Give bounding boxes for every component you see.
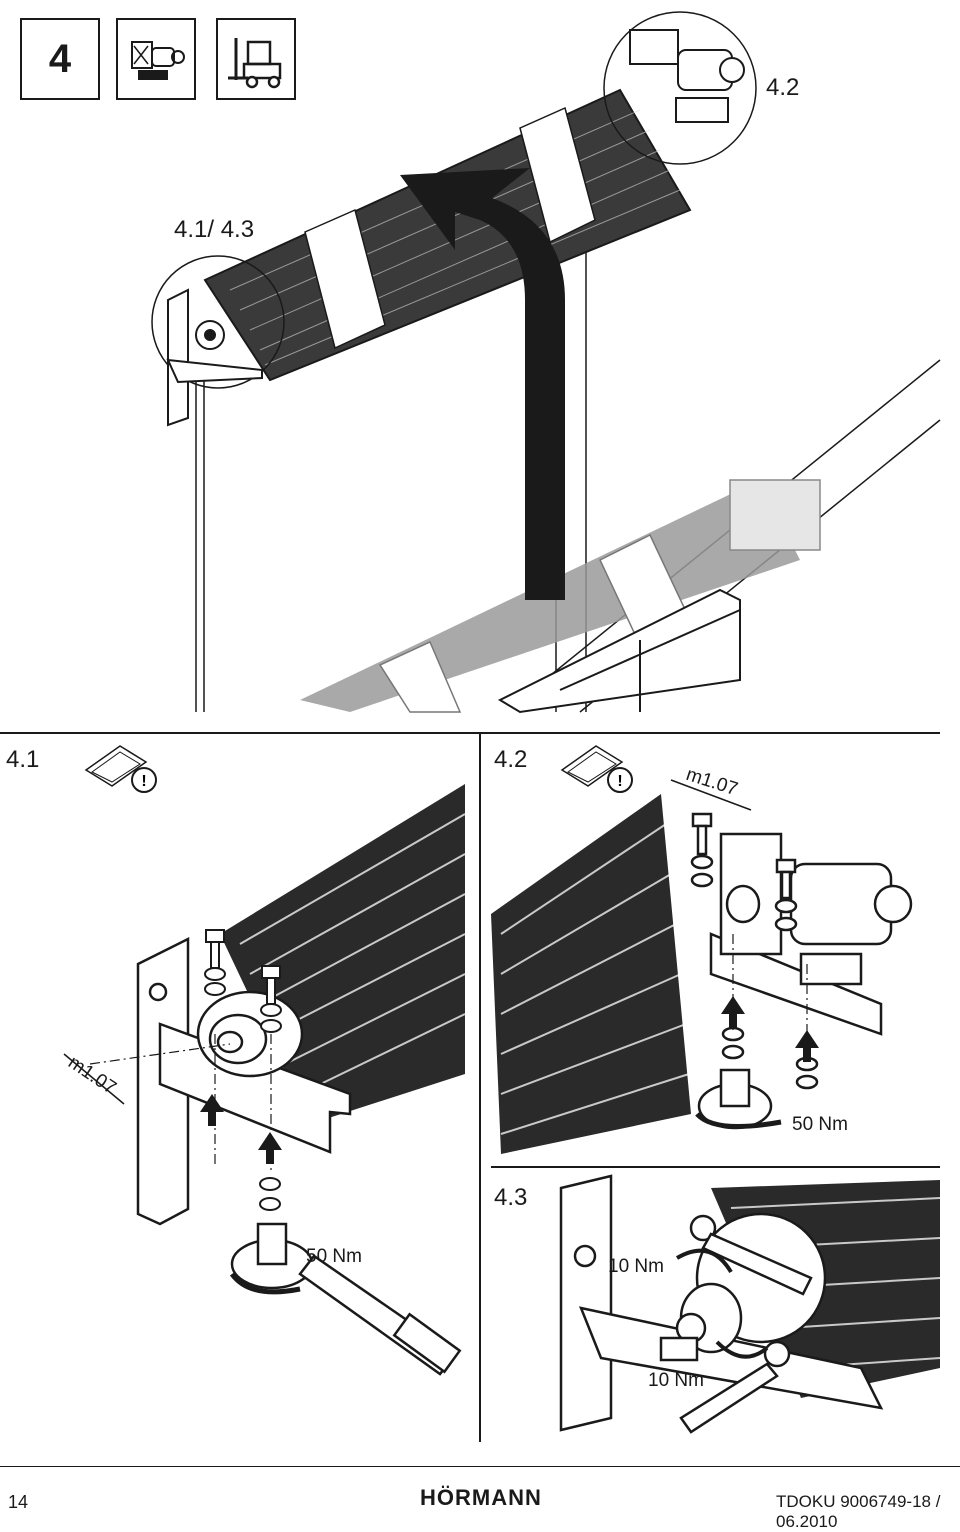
main-label-42: 4.2 [766,74,800,101]
forklift-icon [228,38,282,89]
motor-unit-icon-box [116,18,196,100]
panel-42-illustration [491,779,913,1154]
step-number: 4 [48,36,72,81]
step-number-box: 4 [20,18,100,100]
motor-drive [629,29,745,123]
detail-circle-right [603,11,757,165]
panel-41-illustration [63,784,466,1376]
panel-43-label: 4.3 [494,1184,528,1211]
panel-divider-42-43 [491,1166,940,1168]
forklift-icon-box [216,18,296,100]
svg-text:!: ! [617,773,622,790]
pallet [497,588,741,714]
panel-42-torque: 50 Nm [792,1114,848,1135]
panel-41-label: 4.1 [6,746,40,773]
panel-41-torque: 50 Nm [306,1246,362,1267]
panel-43-torque-top: 10 Nm [608,1256,664,1277]
page-number: 14 [8,1492,29,1512]
left-bracket [166,288,263,427]
panel-43-illustration [559,1174,941,1434]
vertical-divider [479,734,481,1442]
motor-unit-icon [131,41,185,80]
footer-rule [0,1466,960,1467]
document-id: TDOKU 9006749-18 / 06.2010 [776,1492,941,1531]
svg-text:!: ! [141,773,146,790]
panel-42-label: 4.2 [494,746,528,773]
detail-circle-left [151,255,285,389]
lift-arrow [400,168,565,600]
main-illustration [151,11,941,714]
panel-43-torque-bottom: 10 Nm [648,1370,704,1391]
horizontal-divider [0,732,940,734]
brand-logo: HÖRMANN [420,1485,542,1510]
manual-warning-icon: ! [84,745,157,793]
manual-warning-icon: ! [560,745,633,793]
main-label-41-43: 4.1/ 4.3 [174,216,255,243]
